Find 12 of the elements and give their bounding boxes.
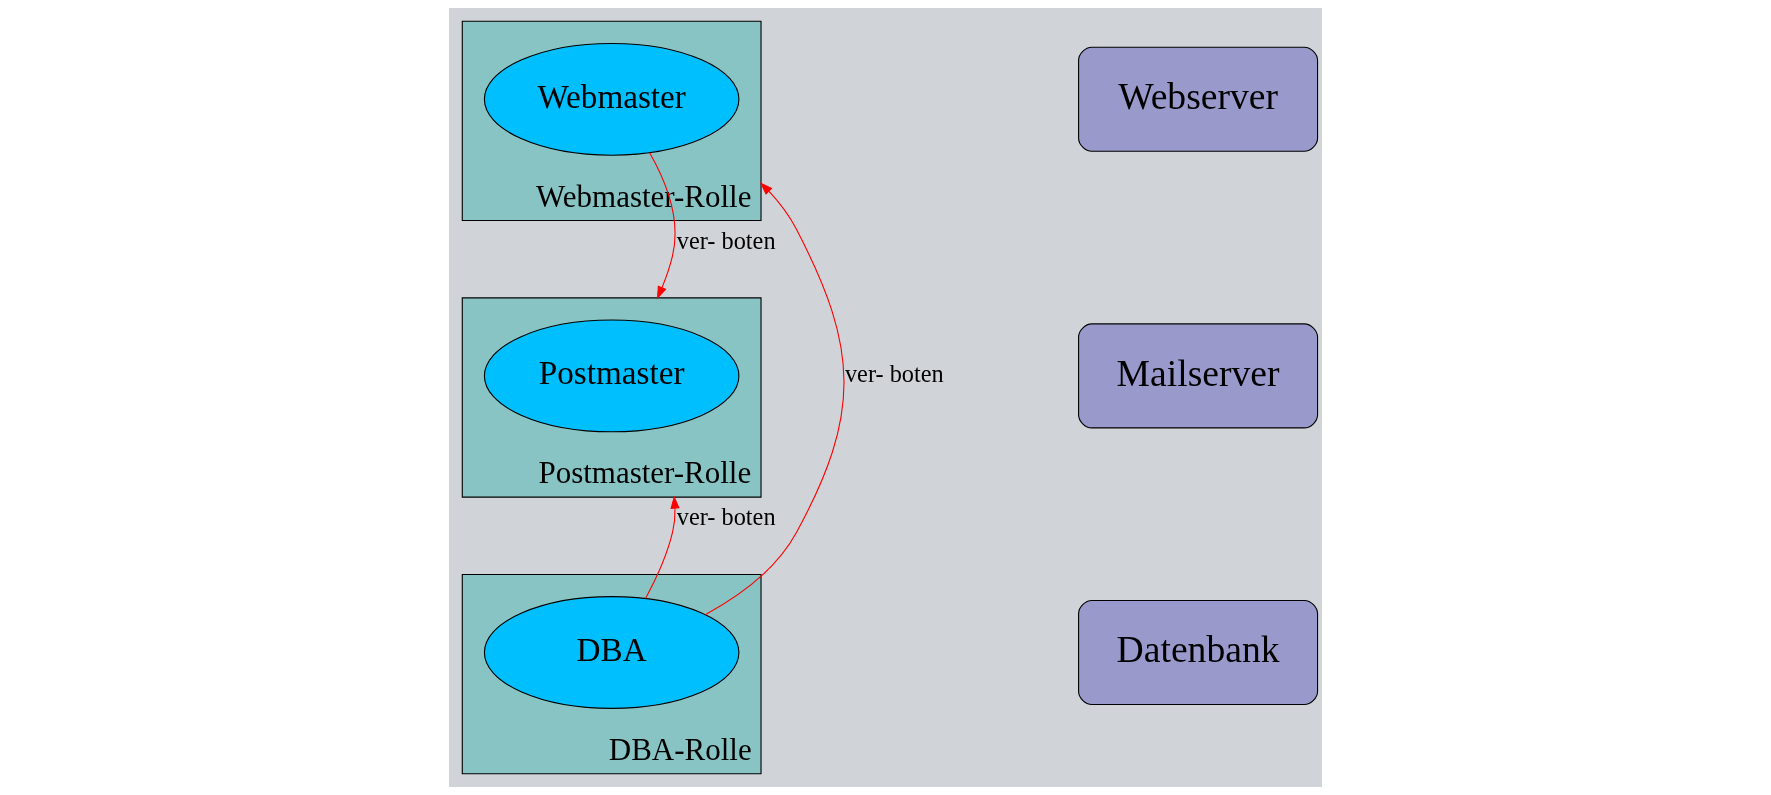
edge-label: ver- boten [676, 503, 776, 531]
edge-label: ver- boten [676, 226, 776, 254]
arrow [704, 182, 845, 616]
edge-label: ver- boten [844, 360, 944, 388]
node-ellipse: Webmaster [483, 42, 740, 156]
node-box: Mailserver [1078, 323, 1319, 429]
arrow [649, 152, 676, 300]
node-ellipse: DBA [483, 596, 740, 709]
arrow [644, 495, 680, 600]
node-ellipse: Postmaster [483, 319, 740, 433]
node-box: Datenbank [1078, 600, 1319, 706]
node-box: Webserver [1078, 46, 1319, 152]
